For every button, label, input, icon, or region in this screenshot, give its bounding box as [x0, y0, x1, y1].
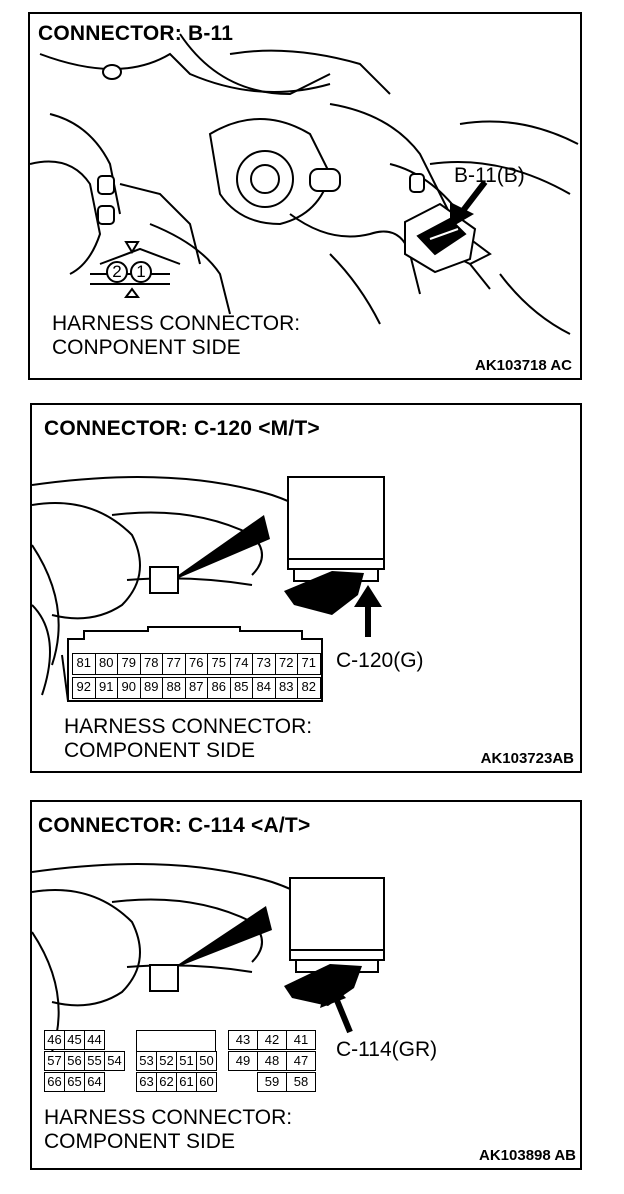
- pin-76: 76: [184, 653, 208, 675]
- panel-title: CONNECTOR: B-11: [38, 22, 234, 45]
- panel-b11: CONNECTOR: B-11 B-11(B) 2 1 HARNESS CONN…: [28, 12, 582, 380]
- panel-title: CONNECTOR: C-120 <M/T>: [44, 417, 320, 440]
- pin-88: 88: [162, 677, 186, 699]
- pin-51: 51: [176, 1051, 197, 1071]
- pin-1: 1: [130, 261, 152, 283]
- pin-54: 54: [104, 1051, 125, 1071]
- harness-line-1: HARNESS CONNECTOR:: [52, 312, 301, 335]
- pin-83: 83: [274, 677, 298, 699]
- pin-43: 43: [228, 1030, 258, 1050]
- harness-line-1: HARNESS CONNECTOR:: [64, 715, 313, 738]
- pin-58: 58: [286, 1072, 316, 1092]
- figure-code: AK103718 AC: [475, 357, 572, 374]
- harness-label: HARNESS CONNECTOR: COMPONENT SIDE: [44, 1106, 292, 1154]
- pin-85: 85: [229, 677, 253, 699]
- connector-callout: C-120(G): [336, 649, 424, 672]
- pin-74: 74: [229, 653, 253, 675]
- pin-84: 84: [252, 677, 276, 699]
- pin-63: 63: [136, 1072, 157, 1092]
- pin-48: 48: [257, 1051, 287, 1071]
- pin-75: 75: [207, 653, 231, 675]
- pin-78: 78: [139, 653, 163, 675]
- pin-73: 73: [252, 653, 276, 675]
- pin-62: 62: [156, 1072, 177, 1092]
- pin-2: 2: [106, 261, 128, 283]
- figure-code: AK103723AB: [480, 750, 574, 767]
- pin-45: 45: [64, 1030, 85, 1050]
- pin-87: 87: [184, 677, 208, 699]
- pin-59: 59: [257, 1072, 287, 1092]
- engine-bay-illustration: [30, 33, 579, 335]
- figure-code: AK103898 AB: [479, 1147, 576, 1164]
- pin-77: 77: [162, 653, 186, 675]
- dashboard-illustration: [32, 863, 385, 1053]
- pin-44: 44: [84, 1030, 105, 1050]
- pin-81: 81: [72, 653, 96, 675]
- harness-label: HARNESS CONNECTOR: COMPONENT SIDE: [64, 715, 312, 763]
- pin-65: 65: [64, 1072, 85, 1092]
- arrow-icon: [450, 180, 488, 228]
- pin-72: 72: [274, 653, 298, 675]
- harness-line-1: HARNESS CONNECTOR:: [44, 1106, 293, 1129]
- pin-52: 52: [156, 1051, 177, 1071]
- pin-92: 92: [72, 677, 96, 699]
- pin-86: 86: [207, 677, 231, 699]
- panel-title: CONNECTOR: C-114 <A/T>: [38, 814, 311, 837]
- arrow-icon: [354, 585, 382, 637]
- connector-callout: B-11(B): [454, 164, 525, 187]
- connector-callout: C-114(GR): [336, 1038, 438, 1061]
- harness-line-2: COMPONENT SIDE: [44, 1130, 235, 1153]
- pin-64: 64: [84, 1072, 105, 1092]
- pin-82: 82: [297, 677, 321, 699]
- pin-41: 41: [286, 1030, 316, 1050]
- pin-61: 61: [176, 1072, 197, 1092]
- pin-42: 42: [257, 1030, 287, 1050]
- harness-line-2: COMPONENT SIDE: [64, 739, 255, 762]
- harness-label: HARNESS CONNECTOR: CONPONENT SIDE: [52, 312, 300, 360]
- pin-57: 57: [44, 1051, 65, 1071]
- arrow-icon: [320, 978, 353, 1034]
- pin-80: 80: [94, 653, 118, 675]
- dashboard-illustration: [32, 476, 385, 702]
- pin-71: 71: [297, 653, 321, 675]
- pin-50: 50: [196, 1051, 217, 1071]
- pin-91: 91: [94, 677, 118, 699]
- pin-55: 55: [84, 1051, 105, 1071]
- pin-90: 90: [117, 677, 141, 699]
- pin-49: 49: [228, 1051, 258, 1071]
- pin-46: 46: [44, 1030, 65, 1050]
- connector-shell: [136, 1030, 216, 1051]
- pin-79: 79: [117, 653, 141, 675]
- pin-66: 66: [44, 1072, 65, 1092]
- pin-89: 89: [139, 677, 163, 699]
- pin-60: 60: [196, 1072, 217, 1092]
- pin-56: 56: [64, 1051, 85, 1071]
- pin-47: 47: [286, 1051, 316, 1071]
- pin-53: 53: [136, 1051, 157, 1071]
- harness-line-2: CONPONENT SIDE: [52, 336, 241, 359]
